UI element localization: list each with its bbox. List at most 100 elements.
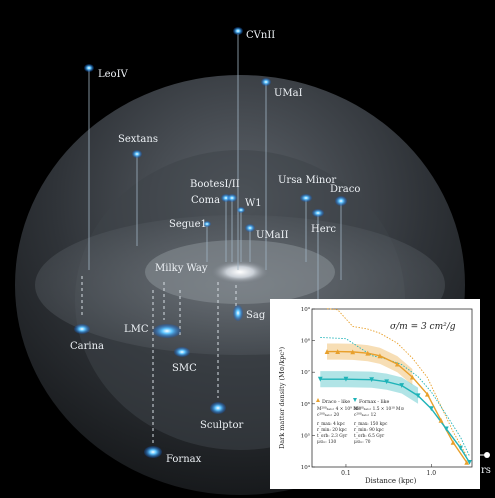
label-cvnii: CVnII bbox=[246, 30, 275, 41]
dotted-curves bbox=[320, 308, 470, 457]
label-segue1: Segue1 bbox=[169, 219, 207, 230]
galaxy-coma bbox=[227, 194, 237, 202]
y-tick-label-0: 10⁹ bbox=[301, 306, 311, 313]
marker-0-10 bbox=[464, 459, 470, 465]
label-bootes: BootesI/II bbox=[190, 179, 240, 190]
galaxy-carina bbox=[74, 324, 90, 334]
uncertainty-bands bbox=[320, 343, 419, 404]
galaxy-smc bbox=[174, 347, 190, 357]
dotted-curve-0 bbox=[326, 308, 468, 457]
marker-0-1 bbox=[335, 349, 341, 354]
y-tick-label-5: 10⁴ bbox=[301, 464, 311, 471]
label-herc: Herc bbox=[311, 224, 336, 235]
marker-1-1 bbox=[343, 376, 349, 382]
marker-0-9 bbox=[450, 440, 456, 445]
series-line-1 bbox=[320, 378, 471, 463]
label-draco: Draco bbox=[330, 184, 360, 195]
galaxy-leoiv bbox=[84, 64, 94, 72]
galaxy-lmc bbox=[153, 324, 181, 338]
dashed-connectors bbox=[81, 276, 237, 445]
plot-frame bbox=[311, 308, 473, 468]
label-sag: Sag bbox=[246, 310, 266, 321]
milky-way-galaxy bbox=[210, 260, 270, 284]
legend-fornax-marker bbox=[353, 398, 357, 402]
marker-1-9 bbox=[467, 459, 472, 465]
legend-draco-line-5: μ⊙ₙ: 130 bbox=[317, 440, 337, 445]
legend-draco-line-2: r_max: 4 kpc bbox=[317, 422, 346, 427]
galaxy-w1 bbox=[237, 207, 245, 213]
galaxy-sculptor bbox=[210, 402, 226, 414]
y-ticks: 10⁹ 10⁸ 10⁷ 10⁶ 10⁵ 10⁴ bbox=[301, 306, 315, 471]
marker-1-6 bbox=[428, 406, 434, 412]
connector-lines bbox=[88, 34, 342, 300]
galaxy-herc bbox=[312, 209, 324, 217]
legend-fornax-line-4: t_orb: 6.5 Gyr bbox=[354, 434, 385, 439]
marker-1-3 bbox=[384, 379, 390, 385]
galaxy-sextans bbox=[132, 150, 142, 158]
label-fornax: Fornax bbox=[166, 454, 202, 465]
marker-1-5 bbox=[415, 393, 421, 399]
label-smc: SMC bbox=[172, 363, 197, 374]
marker-0-4 bbox=[377, 353, 383, 359]
legend-fornax-line-3: r_min: 90 kpc bbox=[354, 428, 384, 433]
legend-draco-title: Draco - like bbox=[322, 399, 350, 405]
label-umaii: UMaII bbox=[256, 230, 289, 241]
label-ursa-minor: Ursa Minor bbox=[278, 175, 336, 186]
marker-0-5 bbox=[394, 361, 400, 367]
chart-title: σ/m = 3 cm²/g bbox=[390, 322, 456, 332]
galaxy-segue1 bbox=[203, 221, 211, 227]
legend-fornax-line-5: μ⊙ₙ: 70 bbox=[354, 440, 371, 445]
marker-1-0 bbox=[317, 376, 323, 382]
marker-0-8 bbox=[438, 417, 444, 423]
y-tick-label-1: 10⁸ bbox=[301, 338, 311, 345]
legend-fornax-line-0: M²⁰⁰ₕₐₗₒ: 1.5 × 10¹⁰ M⊙ bbox=[354, 406, 404, 412]
y-tick-label-4: 10⁵ bbox=[301, 432, 310, 439]
legend-draco-marker bbox=[316, 398, 320, 402]
marker-0-7 bbox=[424, 391, 430, 397]
galaxy-fornax bbox=[144, 446, 162, 458]
legend: Draco - like M²⁰⁰ₕₐₗₒ: 4 × 10⁹ M⊙ c²⁰⁰ₕₐ… bbox=[316, 398, 404, 445]
marker-1-7 bbox=[443, 426, 449, 432]
series-markers bbox=[317, 349, 472, 465]
label-sextans: Sextans bbox=[118, 134, 158, 145]
y-tick-label-2: 10⁷ bbox=[301, 369, 311, 376]
x-ticks: 0.1 1.0 bbox=[341, 464, 436, 477]
band-0 bbox=[327, 343, 413, 386]
marker-0-3 bbox=[365, 350, 371, 356]
dotted-curve-1 bbox=[320, 336, 470, 457]
label-carina: Carina bbox=[70, 341, 104, 352]
galaxy-draco bbox=[335, 196, 347, 206]
label-coma: Coma bbox=[191, 195, 220, 206]
x-tick-label-0: 0.1 bbox=[341, 470, 351, 477]
galaxy-sag bbox=[233, 305, 243, 321]
legend-draco-line-3: r_min: 20 kpc bbox=[317, 428, 347, 433]
legend-draco-line-0: M²⁰⁰ₕₐₗₒ: 4 × 10⁹ M⊙ bbox=[317, 406, 361, 412]
legend-draco-line-4: t_orb: 2.3 Gyr bbox=[317, 434, 348, 439]
label-leoiv: LeoIV bbox=[98, 69, 129, 80]
marker-0-6 bbox=[409, 374, 415, 380]
legend-draco-line-1: c²⁰⁰ₕₐₗₒ: 20 bbox=[317, 412, 339, 418]
label-umai: UMaI bbox=[274, 88, 303, 99]
galaxy-labels: LeoIV CVnII UMaI Sextans BootesI/II Coma… bbox=[70, 30, 491, 476]
galaxy-ursa-minor bbox=[300, 194, 312, 202]
y-tick-label-3: 10⁶ bbox=[301, 401, 311, 408]
galaxy-cvnii bbox=[233, 27, 243, 35]
x-tick-label-1: 1.0 bbox=[427, 470, 437, 477]
label-milky-way: Milky Way bbox=[155, 263, 208, 274]
marker-1-2 bbox=[369, 377, 375, 383]
label-w1: W1 bbox=[245, 198, 262, 209]
legend-fornax-title: Fornax - like bbox=[359, 399, 390, 405]
galaxy-umaii bbox=[245, 224, 255, 232]
legend-fornax-line-1: c²⁰⁰ₕₐₗₒ: 12 bbox=[354, 412, 376, 418]
marker-1-4 bbox=[399, 383, 405, 388]
legend-fornax-line-2: r_max: 150 kpc bbox=[354, 422, 388, 427]
y-axis-label: Dark matter density (M⊙/kpc³) bbox=[278, 346, 286, 449]
marker-0-0 bbox=[324, 349, 330, 354]
galaxy-umai bbox=[261, 78, 271, 86]
edge-fragment-label: rs bbox=[481, 465, 491, 476]
x-axis-label: Distance (kpc) bbox=[365, 477, 417, 485]
marker-0-2 bbox=[350, 349, 356, 355]
label-sculptor: Sculptor bbox=[200, 420, 244, 431]
